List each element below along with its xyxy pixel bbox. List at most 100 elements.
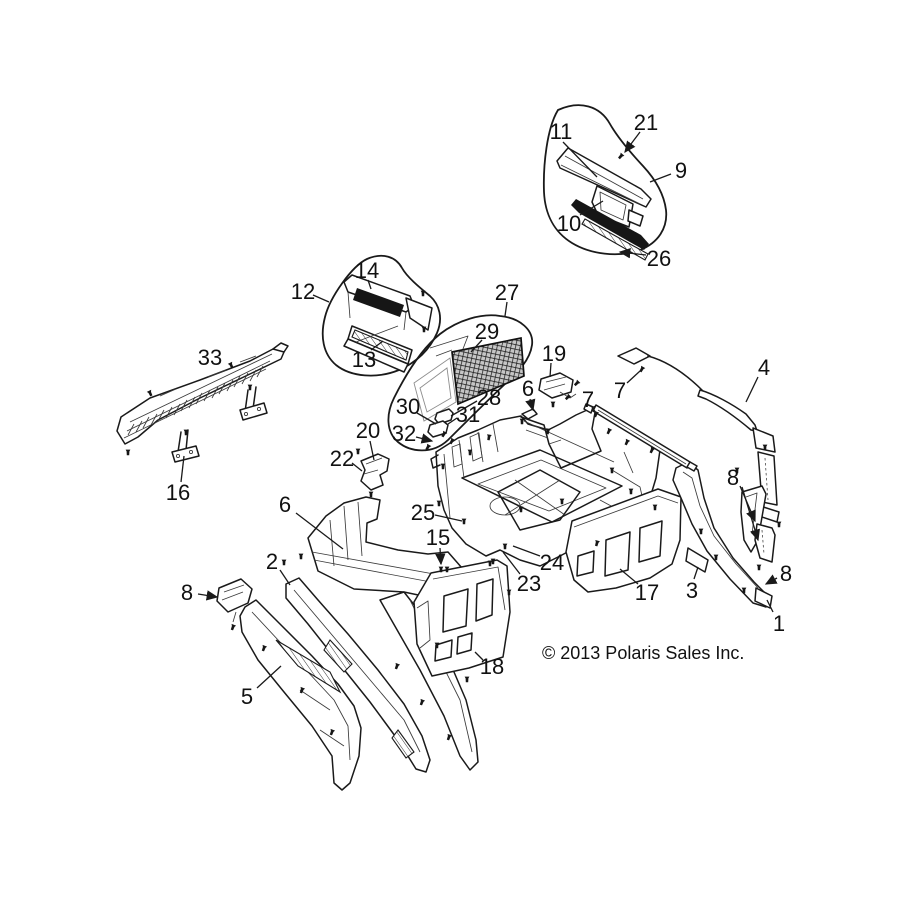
callout-15: 15 [426,525,450,566]
part-number-label: 25 [411,500,435,525]
callout-22: 22 [330,446,363,472]
screw-icon [441,430,448,438]
screw-icon [449,437,456,445]
screw-icon [564,393,572,401]
callout-leader-line [370,340,384,351]
screw-icon [394,662,401,670]
callout-29: 29 [470,319,499,353]
part-number-label: 32 [392,421,416,446]
screw-icon [639,365,646,373]
callout-leader-line [512,545,541,557]
callout-33: 33 [198,345,222,370]
callout-14: 14 [355,258,379,290]
screw-icon [355,448,361,455]
part-number-label: 31 [456,402,480,427]
callout-9: 9 [649,158,687,183]
callout-leader-line [450,400,478,417]
screw-icon [595,540,600,547]
detail-balloon-screen-drawing [387,314,533,452]
part-2-fender-flare-drawing [285,577,431,773]
callout-leader-line [624,131,641,154]
part-number-label: 8 [727,465,739,490]
callout-leader-line [766,599,774,613]
part-number-label: 6 [279,492,291,517]
screw-icon [546,428,551,435]
part-number-label: 16 [166,480,190,505]
screw-icon [461,518,467,525]
callout-leader-line [562,141,598,178]
callout-7: 7 [582,387,597,414]
callout-18: 18 [474,651,504,679]
callout-leader-line [369,440,375,461]
part-number-label: 28 [477,385,501,410]
callout-6: 6 [522,376,536,412]
callout-leader-line [180,455,185,483]
callout-8: 8 [764,561,792,586]
callout-leader-line [626,370,641,384]
part-5-fender-flare-drawing [216,578,362,791]
callout-23: 23 [502,551,541,596]
callout-30: 30 [396,394,437,425]
screw-icon [329,728,336,736]
part-number-label: 21 [634,110,658,135]
callout-10: 10 [557,200,604,236]
part-number-label: 7 [614,378,626,403]
callout-27: 27 [495,280,519,317]
part-number-label: 18 [480,654,504,679]
part-number-label: 12 [291,279,315,304]
callout-leader-line [649,173,672,183]
part-number-label: 4 [758,355,770,380]
part-number-label: 33 [198,345,222,370]
part-number-label: 10 [557,211,581,236]
part-number-label: 24 [540,550,564,575]
part-16-brackets-drawing [171,386,268,463]
callout-leader-line [525,398,536,412]
screw-icon [618,152,625,160]
callout-26: 26 [618,246,671,271]
screw-icon [444,566,450,573]
callout-3: 3 [686,566,699,603]
screw-icon [425,443,432,451]
screw-icon [467,449,473,456]
screw-icon [573,379,581,387]
callout-leader-line [447,417,458,425]
part-number-label: 7 [582,387,594,412]
screw-icon [281,559,287,566]
screw-icon [487,434,492,441]
screw-icon [713,554,719,561]
part-6-left-inner-fender-drawing [307,496,479,771]
callout-13: 13 [352,340,384,372]
screw-icon [419,698,426,706]
callout-leader-line [197,590,219,601]
screw-icon [487,560,493,567]
screw-icon [434,642,440,649]
screw-icon [649,446,656,454]
screw-icon [420,290,426,297]
screw-icon [261,644,268,652]
screw-icon [436,500,442,507]
callout-25: 25 [411,500,463,525]
part-3-1-support-strut-drawing [672,461,773,609]
screw-icon [609,467,615,474]
callout-32: 32 [392,421,434,446]
screw-icon [559,498,565,505]
part-number-label: 13 [352,347,376,372]
callout-12: 12 [291,279,330,304]
part-number-label: 1 [773,611,785,636]
screw-icon [652,504,658,511]
callout-20: 20 [356,418,380,461]
part-number-label: 15 [426,525,450,550]
part-number-label: 17 [635,580,659,605]
part-number-label: 22 [330,446,354,471]
screw-icon [299,686,306,694]
screw-icon [146,389,153,397]
screw-icon [519,418,525,425]
callout-leader-line [619,568,639,585]
callout-4: 4 [745,355,770,403]
callout-16: 16 [166,455,190,505]
screw-icon [230,623,237,631]
part-20-22-bracket-drawing [360,453,390,491]
screw-icon [421,326,427,333]
